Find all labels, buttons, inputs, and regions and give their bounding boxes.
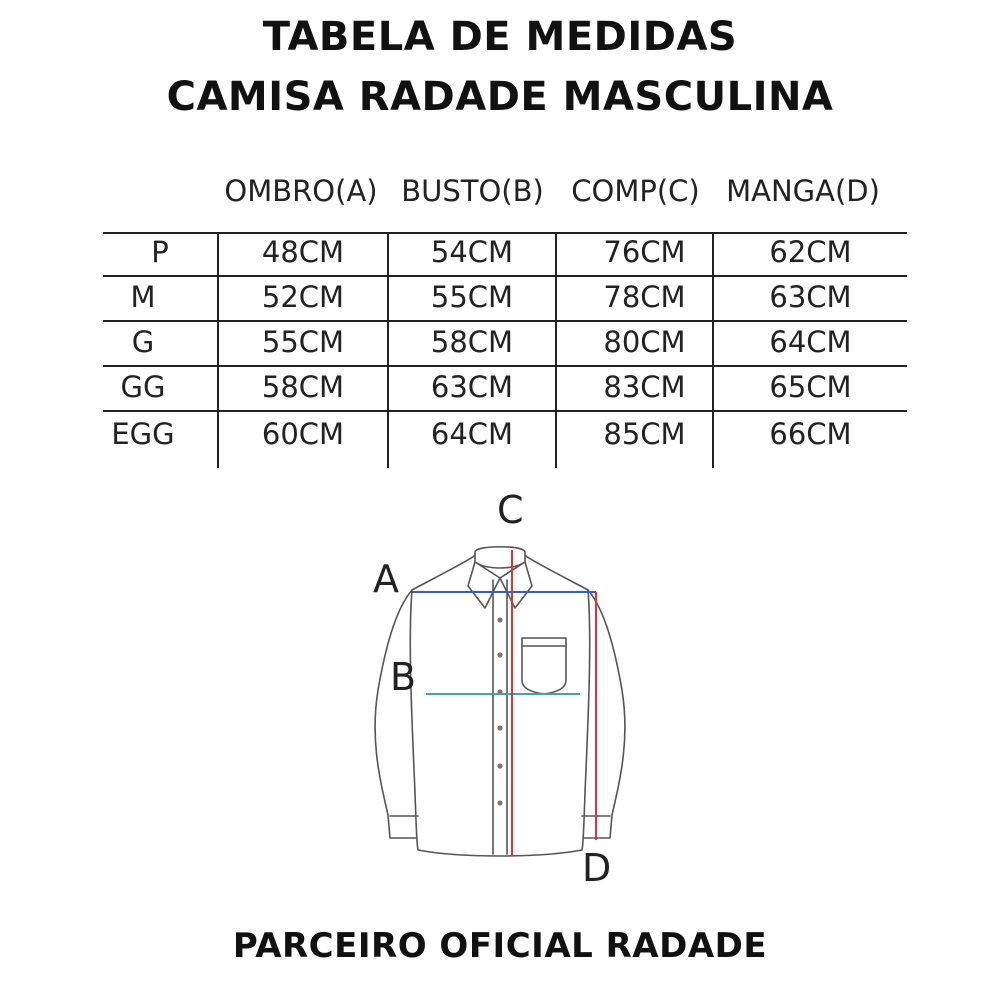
page-title-line-1: TABELA DE MEDIDAS [262, 14, 738, 60]
col-header-ombro: OMBRO(A) [224, 174, 378, 208]
collar [474, 545, 526, 569]
table-cell: 55CM [430, 280, 514, 314]
page-title-line-2: CAMISA RADADE MASCULINA [166, 74, 834, 120]
table-cell: 76CM [603, 235, 686, 269]
table-col-divider [555, 232, 557, 468]
table-col-divider [387, 232, 389, 468]
col-header-comp: COMP(C) [571, 174, 700, 208]
table-cell: 58CM [261, 370, 345, 404]
table-col-divider [712, 232, 714, 468]
table-cell: 52CM [261, 280, 345, 314]
table-cell: 60CM [261, 417, 345, 451]
col-header-busto: BUSTO(B) [401, 174, 544, 208]
label-d: D [582, 846, 612, 890]
table-cell: 65CM [769, 370, 852, 404]
size-label: EGG [111, 417, 175, 451]
table-cell: 62CM [769, 235, 852, 269]
label-b: B [390, 655, 417, 699]
table-cell: 66CM [769, 417, 852, 451]
table-cell: 54CM [430, 235, 514, 269]
table-rule [103, 365, 907, 367]
size-label: GG [120, 370, 166, 404]
shirt-diagram [374, 545, 626, 857]
table-cell: 55CM [261, 325, 345, 359]
table-rule [103, 232, 907, 234]
table-rule [103, 410, 907, 412]
table-col-divider [217, 232, 219, 468]
table-rule [103, 275, 907, 277]
size-label: G [131, 325, 155, 359]
size-label: P [151, 235, 169, 269]
col-header-manga: MANGA(D) [726, 174, 880, 208]
table-cell: 48CM [261, 235, 345, 269]
table-cell: 58CM [430, 325, 514, 359]
footer-text: PARCEIRO OFICIAL RADADE [232, 926, 768, 966]
table-rule [103, 320, 907, 322]
table-cell: 64CM [430, 417, 514, 451]
table-cell: 63CM [769, 280, 852, 314]
table-cell: 83CM [603, 370, 686, 404]
size-label: M [130, 280, 156, 314]
table-cell: 64CM [769, 325, 852, 359]
table-cell: 85CM [603, 417, 686, 451]
label-a: A [373, 557, 399, 601]
label-c: C [497, 488, 524, 532]
table-cell: 63CM [430, 370, 514, 404]
shirt-body [409, 551, 591, 857]
table-cell: 78CM [603, 280, 686, 314]
table-cell: 80CM [603, 325, 686, 359]
